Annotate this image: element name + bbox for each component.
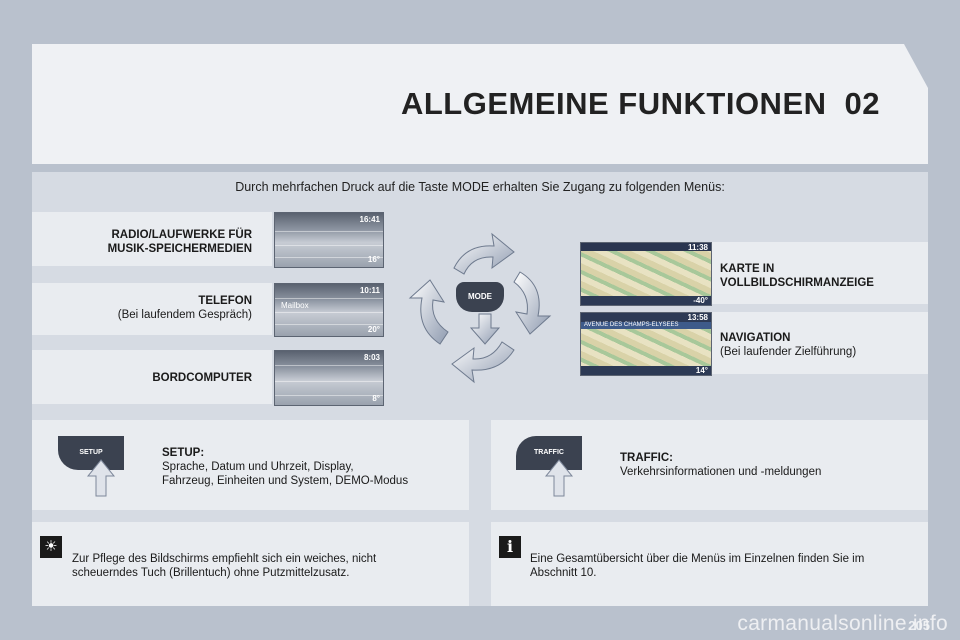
info-note-text: Eine Gesamtübersicht über die Menüs im E… [530, 552, 920, 580]
map-screen-thumbnail: 11:38 -40° [580, 242, 712, 306]
setup-button: SETUP [58, 436, 124, 470]
arrow-top-right-icon [453, 232, 515, 275]
traffic-title: TRAFFIC: [620, 452, 674, 464]
page-title: ALLGEMEINE FUNKTIONEN 02 [401, 86, 880, 122]
header-panel [32, 44, 928, 164]
menu-title: KARTE IN [720, 263, 775, 275]
menu-label-phone: TELEFON (Bei laufendem Gespräch) [40, 294, 252, 322]
setup-line-1: Sprache, Datum und Uhrzeit, Display, [162, 461, 354, 473]
menu-title: NAVIGATION [720, 332, 791, 344]
intro-text: Durch mehrfachen Druck auf die Taste MOD… [235, 180, 725, 194]
screen-temp: -40° [693, 296, 708, 305]
menu-title-2: VOLLBILDSCHIRMANZEIGE [720, 277, 874, 289]
mode-cycle-arrows-icon [408, 232, 552, 384]
traffic-description: TRAFFIC: Verkehrsinformationen und -meld… [620, 451, 920, 479]
menu-title: TELEFON [198, 295, 252, 307]
mode-button: MODE [456, 282, 504, 312]
screen-temp: 14° [695, 366, 708, 375]
menu-label-nav: NAVIGATION (Bei laufender Zielführung) [720, 331, 920, 359]
care-line-2: scheuerndes Tuch (Brillentuch) ohne Putz… [72, 567, 350, 579]
screen-row-label: Mailbox [281, 301, 309, 310]
screen-time: 8:03 [363, 353, 380, 362]
sun-care-icon: ☀ [40, 536, 62, 558]
menu-label-map: KARTE IN VOLLBILDSCHIRMANZEIGE [720, 262, 920, 290]
menu-subtitle: (Bei laufender Zielführung) [720, 346, 857, 358]
press-arrow-icon [469, 313, 501, 345]
watermark: carmanualsonline.info [737, 612, 948, 635]
traffic-text: Verkehrsinformationen und -meldungen [620, 466, 822, 478]
traffic-button-label: TRAFFIC [534, 449, 564, 456]
screen-temp: 16° [367, 255, 380, 264]
nav-screen-thumbnail: 13:58 AVENUE DES CHAMPS-ELYSEES 14° [580, 312, 712, 376]
setup-button-label: SETUP [79, 449, 103, 456]
menu-title: BORDCOMPUTER [152, 372, 252, 384]
screen-time: 16:41 [359, 215, 380, 224]
arrow-right-down-icon [513, 271, 552, 335]
arrow-bottom-left-icon [451, 341, 515, 384]
page-number: 205 [908, 618, 930, 633]
info-icon: i [499, 536, 521, 558]
screen-temp: 8° [372, 394, 380, 403]
mode-button-label: MODE [468, 292, 492, 301]
care-line-1: Zur Pflege des Bildschirms empfiehlt sic… [72, 553, 377, 565]
menu-band-radio [32, 212, 272, 266]
setup-title: SETUP: [162, 447, 205, 459]
trip-screen-thumbnail: 8:03 8° [274, 350, 384, 406]
screen-time: 10:11 [359, 286, 380, 295]
care-note-panel [32, 522, 469, 606]
arrow-left-up-icon [408, 279, 449, 345]
screen-time: 11:38 [687, 243, 708, 252]
menu-band-map [710, 242, 928, 304]
setup-description: SETUP: Sprache, Datum und Uhrzeit, Displ… [162, 446, 462, 488]
menu-band-nav [710, 312, 928, 374]
radio-screen-thumbnail: 16:41 16° [274, 212, 384, 268]
press-arrow-icon [544, 459, 574, 497]
menu-label-radio: RADIO/LAUFWERKE FÜR MUSIK-SPEICHERMEDIEN [40, 228, 252, 256]
screen-street: AVENUE DES CHAMPS-ELYSEES [584, 322, 679, 328]
info-line-2: Abschnitt 10. [530, 567, 597, 579]
setup-line-2: Fahrzeug, Einheiten und System, DEMO-Mod… [162, 475, 409, 487]
menu-title: RADIO/LAUFWERKE FÜR [111, 229, 252, 241]
info-note-panel [491, 522, 928, 606]
screen-temp: 20° [367, 325, 380, 334]
press-arrow-icon [86, 459, 116, 497]
traffic-button: TRAFFIC [516, 436, 582, 470]
phone-screen-thumbnail: 10:11 Mailbox 20° [274, 283, 384, 337]
chapter-number: 02 [844, 86, 880, 121]
menu-band-trip [32, 350, 272, 404]
menu-band-phone [32, 283, 272, 335]
menu-label-trip: BORDCOMPUTER [40, 371, 252, 385]
title-text: ALLGEMEINE FUNKTIONEN [400, 86, 827, 121]
menu-title-2: MUSIK-SPEICHERMEDIEN [107, 243, 252, 255]
care-note-text: Zur Pflege des Bildschirms empfiehlt sic… [72, 552, 462, 580]
screen-time: 13:58 [687, 313, 708, 322]
menu-subtitle: (Bei laufendem Gespräch) [117, 309, 252, 321]
info-line-1: Eine Gesamtübersicht über die Menüs im E… [530, 553, 865, 565]
